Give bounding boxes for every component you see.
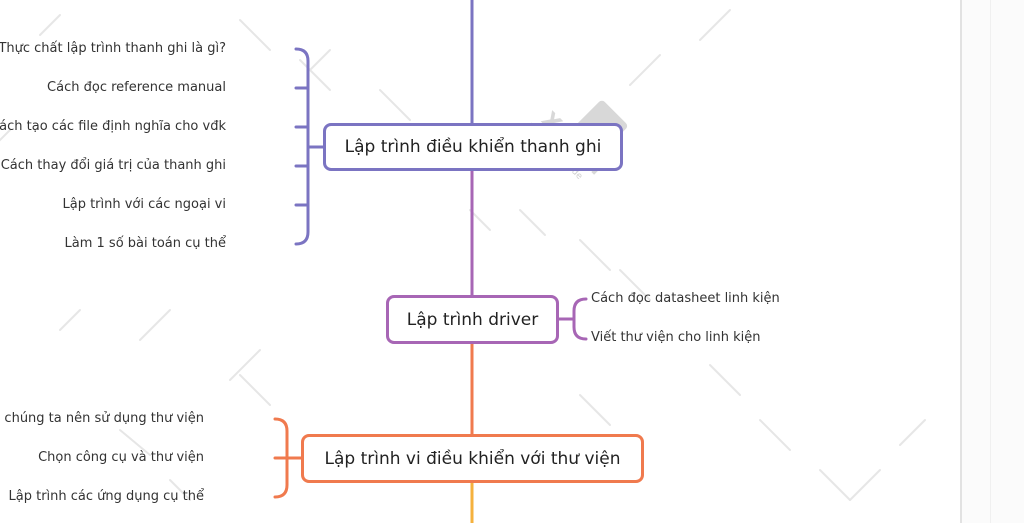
- watermark-dash: [169, 479, 191, 501]
- subtopic-bracket: [294, 47, 310, 246]
- topic-label: Lập trình vi điều khiển với thư viện: [324, 448, 621, 469]
- watermark-dash: [299, 59, 331, 91]
- connector-layer: [0, 0, 926, 523]
- panel-divider: [960, 0, 962, 523]
- watermark-dash: [619, 269, 651, 301]
- watermark-dash: [629, 54, 661, 86]
- side-panel-edge: [960, 0, 1024, 523]
- watermark-dash: [709, 364, 741, 396]
- panel-divider-inner: [990, 0, 991, 523]
- watermark-dash: [119, 429, 151, 456]
- watermark-dash: [239, 19, 271, 51]
- watermark-dash: [819, 469, 851, 501]
- topic-label: Lập trình driver: [406, 309, 539, 330]
- subtopic[interactable]: Thực chất lập trình thanh ghi là gì?: [0, 41, 226, 56]
- subtopic-bracket: [572, 297, 588, 341]
- subtopic[interactable]: Chọn công cụ và thư viện: [38, 450, 204, 465]
- subtopic[interactable]: Cách đọc datasheet linh kiện: [591, 291, 780, 306]
- subtopic[interactable]: Cách thay đổi giá trị của thanh ghi: [0, 158, 226, 173]
- watermark-dash: [519, 209, 546, 236]
- watermark-dash: [899, 419, 926, 446]
- topic-register-programming[interactable]: Lập trình điều khiển thanh ghi: [323, 123, 623, 171]
- watermark-dash: [39, 14, 61, 36]
- subtopic[interactable]: Viết thư viện cho linh kiện: [591, 330, 761, 345]
- subtopic[interactable]: Lập trình với các ngoại vi: [62, 197, 226, 212]
- subtopic[interactable]: Cách tạo các file định nghĩa cho vđk: [0, 119, 226, 134]
- topic-label: Lập trình điều khiển thanh ghi: [344, 137, 602, 157]
- watermark-dash: [759, 419, 791, 451]
- subtopic[interactable]: Làm 1 số bài toán cụ thể: [64, 236, 226, 251]
- watermark-dash: [849, 469, 881, 501]
- topic-library-programming[interactable]: Lập trình vi điều khiển với thư viện: [301, 434, 644, 483]
- watermark-dash: [699, 9, 731, 41]
- subtopic[interactable]: Lập trình các ứng dụng cụ thể: [8, 489, 204, 504]
- subtopic[interactable]: Cách đọc reference manual: [47, 80, 226, 95]
- watermark-dash: [229, 349, 261, 381]
- watermark-dash: [59, 309, 81, 331]
- watermark-dash: [579, 394, 611, 426]
- mindmap-canvas[interactable]: XMind Evaluation Mode Lập trình điều khi…: [0, 0, 960, 523]
- subtopic[interactable]: Tại sao chúng ta nên sử dụng thư viện: [0, 411, 204, 426]
- watermark-dash: [139, 309, 171, 341]
- watermark-dash: [379, 89, 411, 121]
- topic-driver-programming[interactable]: Lập trình driver: [386, 295, 559, 344]
- watermark-dash: [309, 49, 331, 71]
- watermark-dash: [579, 239, 611, 271]
- watermark-dash: [0, 129, 11, 142]
- watermark-dash: [239, 374, 271, 406]
